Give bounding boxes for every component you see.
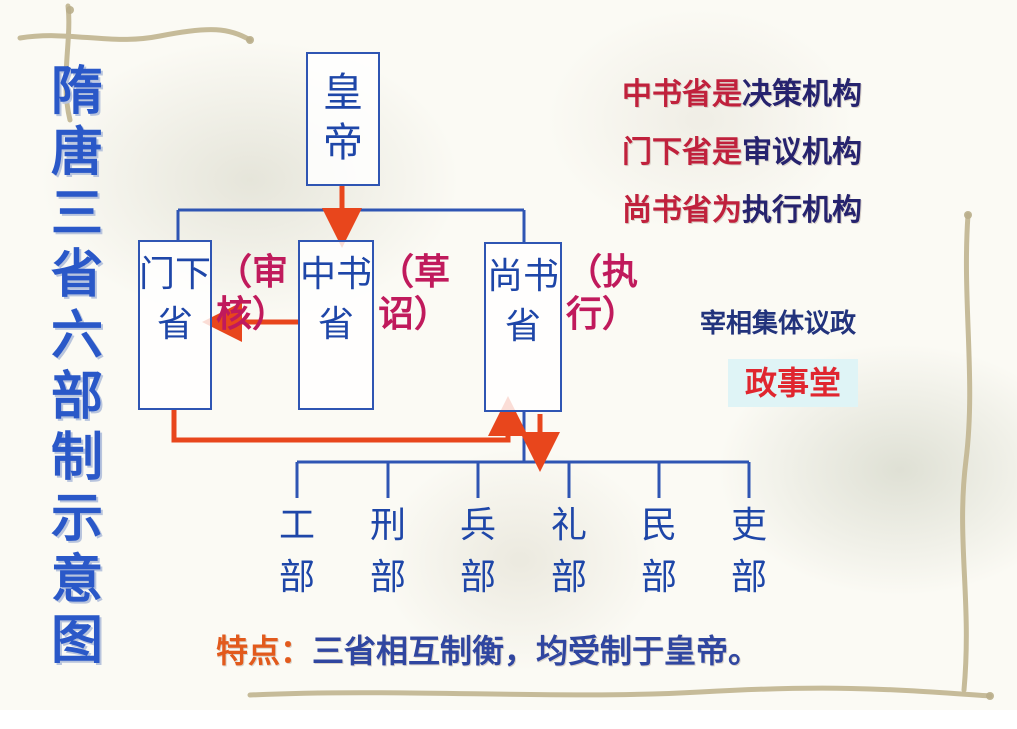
zhongshu-label: 中书省 [299,254,372,345]
menxia-label: 门下省 [138,254,211,345]
vine-bud [964,211,972,219]
feature-text: 三省相互制衡，均受制于皇帝。 [312,632,761,670]
ministry-li-rites: 礼部 [550,505,587,598]
vine-bud [66,6,74,14]
vine-bud [986,692,994,700]
arrow-menxia-to-shangshu [171,396,528,443]
ministry-bing: 兵部 [459,505,496,598]
rule-menxia: 门下省是审议机构 [622,135,862,171]
vine-bottom [247,685,993,699]
rule-shangshu: 尚书省为执行机构 [622,193,862,229]
diagram-title: 隋唐三省六部制示意图 [50,62,103,671]
feature-line: 特点：三省相互制衡，均受制于皇帝。 [216,626,760,672]
vine-top-left [17,27,253,43]
zhongshu-box [298,240,374,410]
connector-lines [171,186,751,498]
rule-zhongshu: 中书省是决策机构 [622,77,862,113]
vine-bud [246,36,254,44]
menxia-role: （审核） [216,252,289,335]
ministry-li-personnel: 吏部 [730,505,767,598]
rule-rest: 决策机构 [742,77,862,112]
council-label: 宰相集体议政 [700,309,857,339]
vine-frame-decoration [17,3,994,700]
feature-label: 特点： [216,632,313,670]
vine-right [960,212,973,693]
emperor-box [306,52,380,186]
council-hall-badge: 政事堂 [728,359,858,407]
shangshu-box [484,242,562,412]
ministry-xing: 刑部 [369,505,406,598]
shangshu-label: 尚书省 [486,256,559,347]
shangshu-role: （执行） [566,252,639,335]
rule-highlight: 中书省是 [622,77,742,112]
emperor-label: 皇帝 [323,70,363,166]
slide: 隋唐三省六部制示意图 皇帝 [0,0,1017,710]
rule-highlight: 门下省是 [622,135,742,170]
rule-rest: 执行机构 [742,193,862,228]
rule-rest: 审议机构 [742,135,862,170]
rule-highlight: 尚书省为 [622,193,742,228]
vine-top-left-stem [63,3,73,123]
zhongshu-role: （草诏） [378,252,451,335]
ministry-gong: 工部 [278,505,315,598]
ministry-min: 民部 [640,505,677,598]
menxia-box [138,240,212,410]
